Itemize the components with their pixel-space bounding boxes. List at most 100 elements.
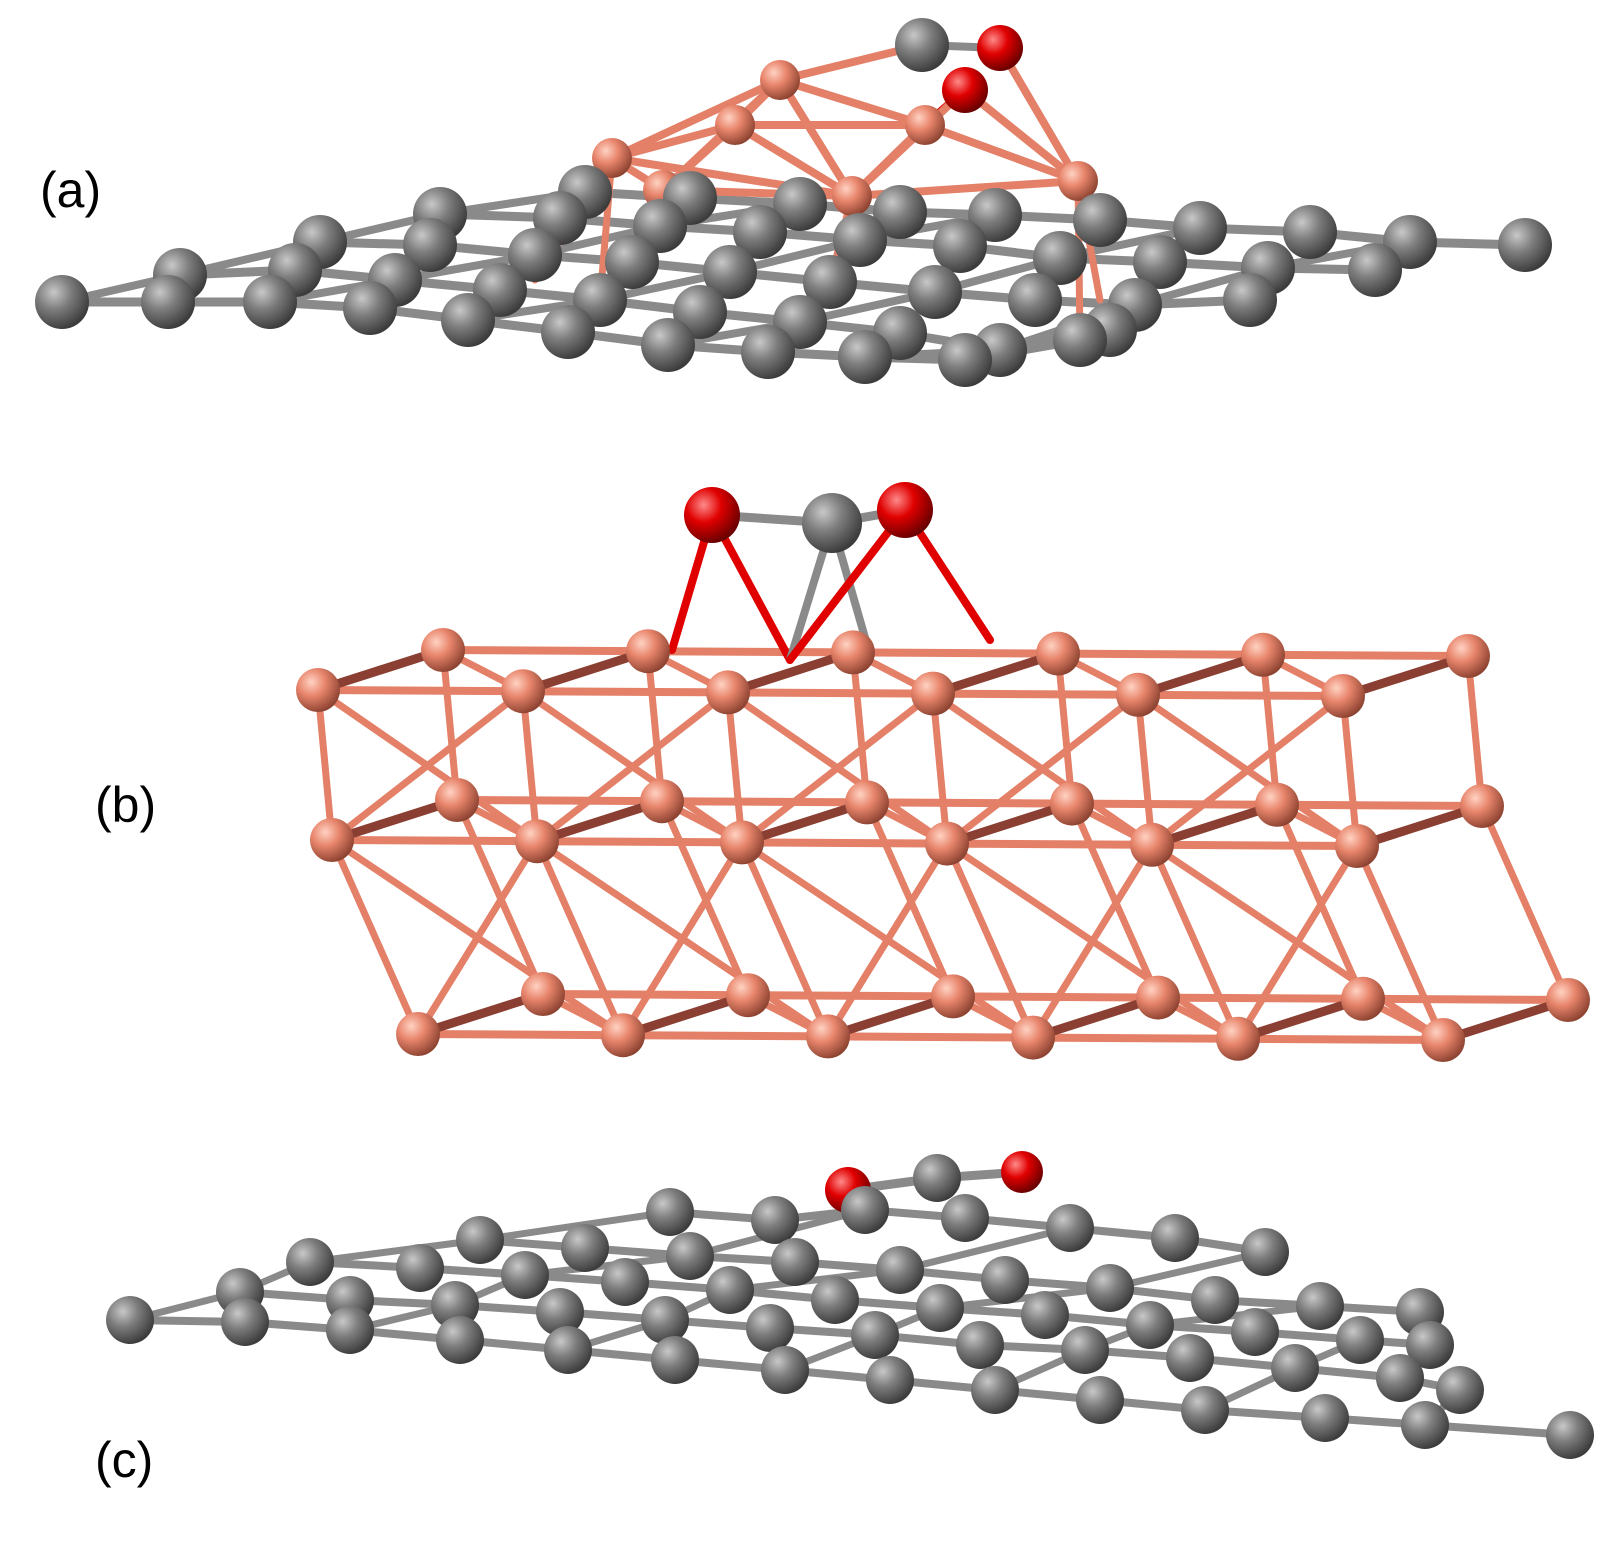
copper-atom [1130,822,1174,867]
carbon-atom [1231,1308,1279,1356]
carbon-atom [1191,1276,1239,1324]
copper-copper-bond [724,688,937,698]
copper-atom [726,973,770,1018]
carbon-atom [651,1336,699,1384]
carbon-carbon-bond [306,1236,484,1266]
carbon-atom [1241,1228,1289,1276]
copper-atom [626,629,670,674]
copper-copper-bond [1273,800,1486,810]
atoms-layer [35,18,1594,1459]
copper-atom [1241,632,1285,677]
carbon-atom [501,1251,549,1299]
carbon-atom [741,325,795,379]
copper-atom [601,1013,645,1058]
copper-atom [1116,672,1160,717]
carbon-atom [1401,1401,1449,1449]
carbon-atom [1546,1411,1594,1459]
carbon-atom [1061,1326,1109,1374]
carbon-atom [916,1284,964,1332]
copper-atom [1421,1018,1465,1062]
copper-atom [832,176,872,216]
carbon-carbon-bond [896,1224,1074,1274]
carbon-atom [1436,1366,1484,1414]
copper-atom [640,779,684,824]
carbon-atom [938,333,992,387]
copper-atom [421,628,465,672]
copper-atom [1335,824,1379,868]
copper-atom [1011,1015,1055,1060]
carbon-atom [933,219,987,273]
copper-copper-bond [533,688,732,845]
carbon-atom [1133,235,1187,289]
copper-copper-bond [1259,650,1472,660]
copper-copper-bond [1148,840,1361,850]
copper-copper-bond [824,840,951,1040]
carbon-atom [1336,1316,1384,1364]
carbon-atom [956,1321,1004,1369]
copper-copper-bond [619,1031,832,1041]
carbon-atom [773,177,827,231]
copper-copper-bond [1134,690,1347,700]
carbon-atom [544,1326,592,1374]
copper-copper-bond [1148,692,1347,849]
copper-copper-bond [1029,1033,1242,1043]
carbon-atom [751,1196,799,1244]
carbon-atom [1033,231,1087,285]
copper-copper-bond [619,838,746,1039]
copper-copper-bond [929,690,951,848]
copper-copper-bond [1134,691,1156,849]
copper-copper-bond [533,837,746,847]
carbon-atom [436,1316,484,1364]
copper-copper-bond [943,691,1142,848]
copper-atom [521,972,565,1016]
co2-oxygen-atom [877,482,933,538]
copper-atom [501,669,545,714]
copper-atom [310,818,354,862]
carbon-atom [1053,313,1107,367]
oxygen-copper-bond [961,86,1082,185]
carbon-atom [243,275,297,329]
carbon-carbon-bond [726,1266,904,1294]
copper-copper-bond [863,798,1076,808]
copper-copper-bond [453,796,666,806]
carbon-atom [286,1238,334,1286]
copper-atom [1546,978,1590,1022]
carbon-atom [833,213,887,267]
copper-copper-bond [328,687,527,844]
copper-copper-bond [1234,842,1361,1043]
carbon-atom [456,1216,504,1264]
copper-copper-bond [608,76,784,162]
copper-atom [925,821,969,866]
copper-copper-bond [929,689,1142,699]
carbon-atom [876,1246,924,1294]
copper-copper-bond [1068,799,1281,809]
copper-copper-bond [608,121,739,162]
copper-atom [706,670,750,715]
carbon-atom [141,275,195,329]
copper-atom [931,974,975,1019]
copper-atom [1255,782,1299,827]
copper-atom [845,780,889,825]
carbon-atom [841,1186,889,1234]
carbon-atom [646,1188,694,1236]
carbon-atom [641,1296,689,1344]
copper-copper-bond [849,648,871,806]
carbon-atom [1376,1354,1424,1402]
copper-atom [396,1012,440,1056]
panel-label-b: (b) [95,777,157,833]
carbon-atom [1166,1334,1214,1382]
copper-atom [435,778,479,822]
panel-label-a: (a) [40,162,102,218]
copper-copper-bond [1259,651,1281,809]
copper-copper-bond [1234,1034,1447,1044]
copper-atom [905,105,945,145]
copper-copper-bond [1148,841,1242,1043]
copper-copper-bond [644,647,857,657]
carbon-atom [343,281,397,335]
carbon-atom [396,1244,444,1292]
copper-atom [1036,631,1080,676]
copper-copper-bond [724,688,746,846]
carbon-atom [1181,1386,1229,1434]
carbon-atom [326,1306,374,1354]
